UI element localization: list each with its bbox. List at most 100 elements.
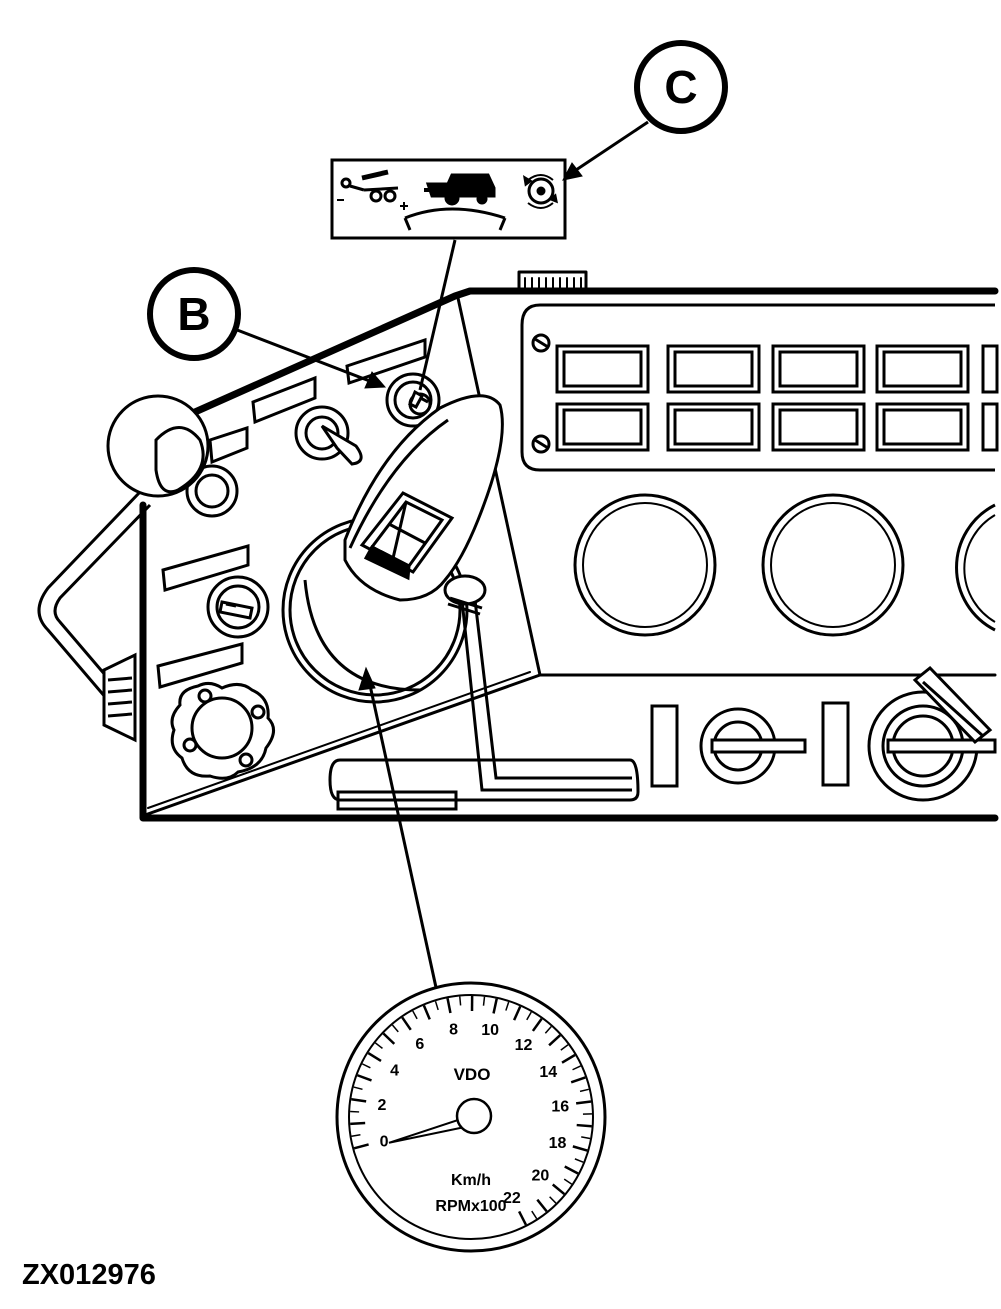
minor-tick <box>544 1026 552 1034</box>
warning-lamp <box>771 344 866 394</box>
console-body <box>139 270 999 822</box>
minor-tick <box>572 1065 582 1071</box>
label-plate <box>161 544 250 592</box>
gauge-needle <box>388 1097 493 1144</box>
warning-lamp <box>555 402 650 452</box>
major-tick <box>570 1076 586 1084</box>
major-tick <box>382 1032 396 1045</box>
combine-icon <box>424 173 496 206</box>
header-lift-icon <box>340 169 399 203</box>
major-tick <box>572 1145 588 1152</box>
leader-lines <box>231 120 649 993</box>
label-plate <box>251 375 317 425</box>
lever-ball <box>106 394 210 498</box>
major-tick <box>367 1051 382 1063</box>
major-tick <box>575 1100 592 1105</box>
major-tick <box>551 1183 566 1196</box>
warning-lamp <box>666 344 761 394</box>
needle-hub <box>455 1097 493 1135</box>
major-tick <box>536 1198 548 1213</box>
lower-dash-controls <box>328 665 997 811</box>
minor-tick <box>351 1134 361 1137</box>
major-tick <box>564 1165 579 1175</box>
tachometer-ticks <box>350 995 592 1226</box>
warning-lamp <box>555 344 650 394</box>
scale-label: 4 <box>390 1062 399 1079</box>
minor-tick <box>560 1044 569 1051</box>
warning-lamp <box>875 344 970 394</box>
callout-b-label: B <box>177 288 210 340</box>
figure-id: ZX012976 <box>22 1259 156 1291</box>
warning-light-panel <box>520 303 999 472</box>
major-tick <box>531 1018 543 1032</box>
major-tick <box>351 1097 367 1103</box>
minor-tick <box>353 1086 363 1091</box>
scale-label: 22 <box>503 1190 521 1207</box>
minor-tick <box>505 1001 510 1011</box>
minor-tick <box>361 1063 371 1069</box>
minor-tick <box>549 1196 557 1204</box>
warning-lamp <box>771 402 866 452</box>
tachometer: 0 2 46 8 10 12 14 16 18 20 22 VDO Km/h RPMx100 <box>335 981 607 1253</box>
scale-label: 10 <box>481 1022 499 1039</box>
function-decal <box>330 158 567 240</box>
warning-lamp <box>875 402 970 452</box>
minor-tick <box>482 996 486 1006</box>
hydro-lever <box>281 394 632 792</box>
callout-b: B <box>147 267 241 361</box>
major-tick <box>561 1053 576 1064</box>
scale-label: 20 <box>532 1167 550 1184</box>
major-tick <box>512 1005 522 1021</box>
scale-label: 0 <box>380 1133 389 1150</box>
dash-gauge <box>761 493 905 637</box>
gauge-brand: VDO <box>454 1065 491 1084</box>
scale-label: 16 <box>551 1098 569 1115</box>
major-tick <box>422 1005 431 1020</box>
scale-label: 6 <box>415 1036 424 1053</box>
ring-control <box>185 464 239 518</box>
minor-tick <box>412 1010 418 1020</box>
header-dial-b <box>385 372 441 428</box>
major-tick <box>356 1074 372 1082</box>
callout-c: C <box>634 40 728 134</box>
scale-label: 12 <box>515 1037 533 1054</box>
label-plate <box>345 337 427 386</box>
minor-tick <box>374 1042 383 1049</box>
scale-label: 18 <box>549 1135 567 1152</box>
major-tick <box>518 1210 528 1226</box>
major-tick <box>548 1034 561 1047</box>
major-tick <box>576 1123 592 1128</box>
side-panel-controls <box>37 337 441 780</box>
gauge-unit-speed: Km/h <box>451 1172 491 1189</box>
toggle-switch <box>294 405 350 461</box>
major-tick <box>353 1143 369 1150</box>
minor-tick <box>531 1210 538 1220</box>
minor-tick <box>459 996 462 1006</box>
scale-label: 2 <box>378 1097 387 1114</box>
warning-lamp <box>666 402 761 452</box>
rotation-speed-icon <box>522 174 559 209</box>
major-tick <box>401 1016 412 1031</box>
major-tick <box>492 998 498 1014</box>
minor-tick <box>434 1001 439 1011</box>
minor-tick <box>581 1136 591 1140</box>
plus-sign <box>400 202 408 210</box>
minor-tick <box>526 1011 532 1021</box>
major-tick <box>446 998 452 1014</box>
star-knob <box>170 681 275 780</box>
slot-indicator <box>650 704 679 788</box>
dash-gauges <box>573 493 996 637</box>
slot-indicator <box>821 701 850 787</box>
scale-label: 14 <box>539 1064 557 1081</box>
major-tick <box>350 1121 366 1126</box>
rotary-knob <box>206 575 270 639</box>
scale-label: 8 <box>449 1022 458 1039</box>
gauge-unit-rpm: RPMx100 <box>435 1198 506 1215</box>
callout-c-label: C <box>664 61 697 113</box>
label-plate <box>208 425 249 465</box>
minor-tick <box>391 1024 399 1033</box>
dash-gauge <box>573 493 717 637</box>
label-plate <box>156 642 244 689</box>
tachometer-scale: 0 2 46 8 10 12 14 16 18 20 22 <box>378 1022 570 1207</box>
